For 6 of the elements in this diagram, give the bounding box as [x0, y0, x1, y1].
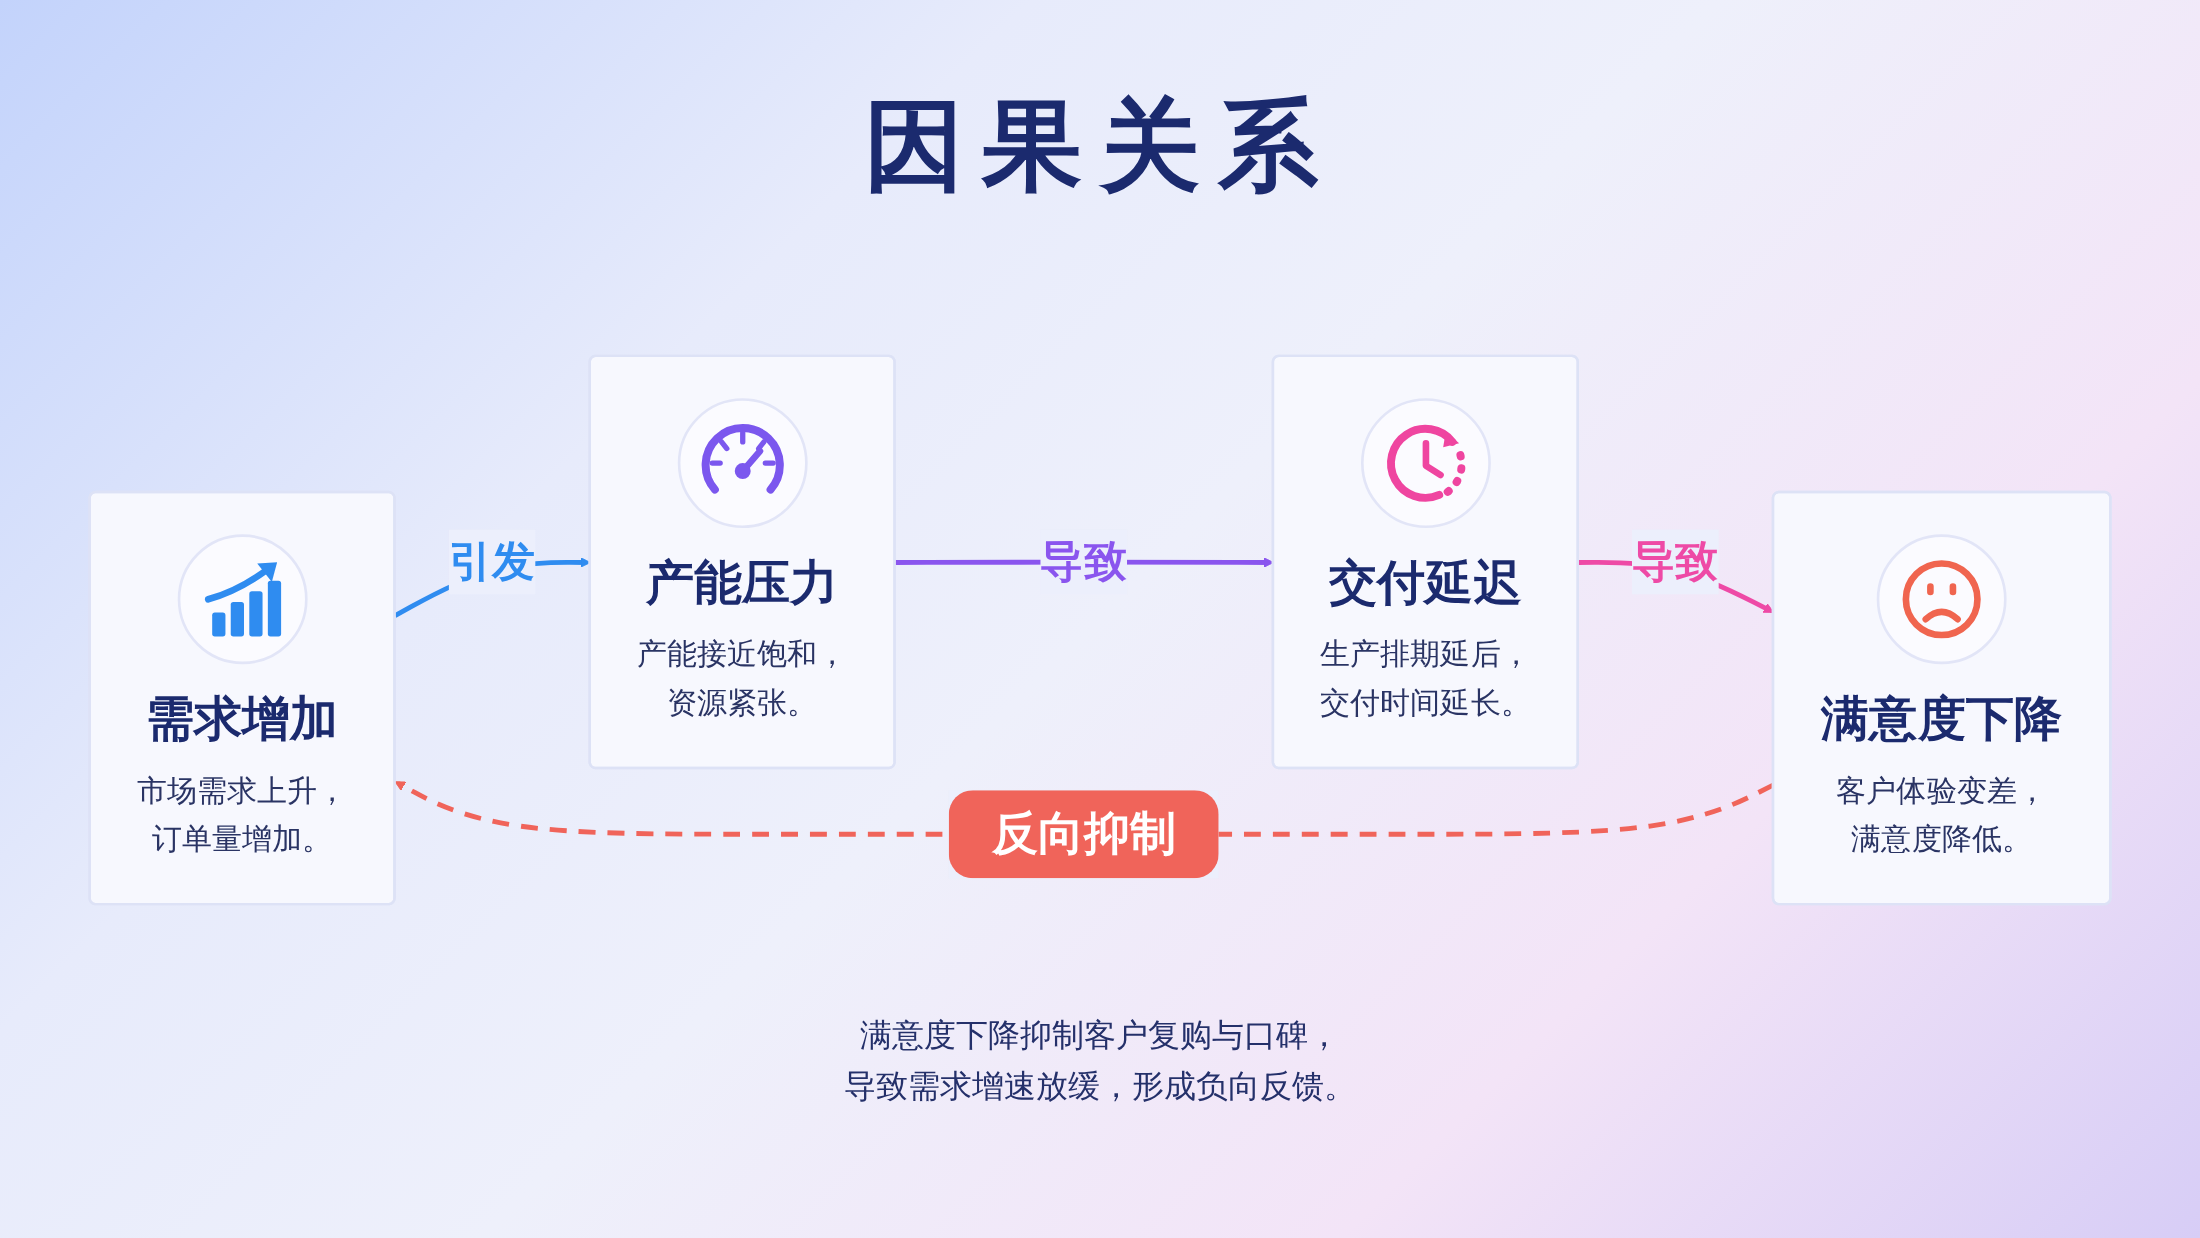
edge-label: 导致: [1040, 536, 1128, 587]
note-text: 满意度下降抑制客户复购与口碑，导致需求增速放缓，形成负向反馈。: [843, 1015, 1357, 1108]
edge-label: 反向抑制: [992, 807, 1176, 861]
edge-label: 导致: [1631, 536, 1719, 587]
edge-label: 引发: [448, 536, 536, 587]
title: 因果关系: [864, 87, 1336, 204]
